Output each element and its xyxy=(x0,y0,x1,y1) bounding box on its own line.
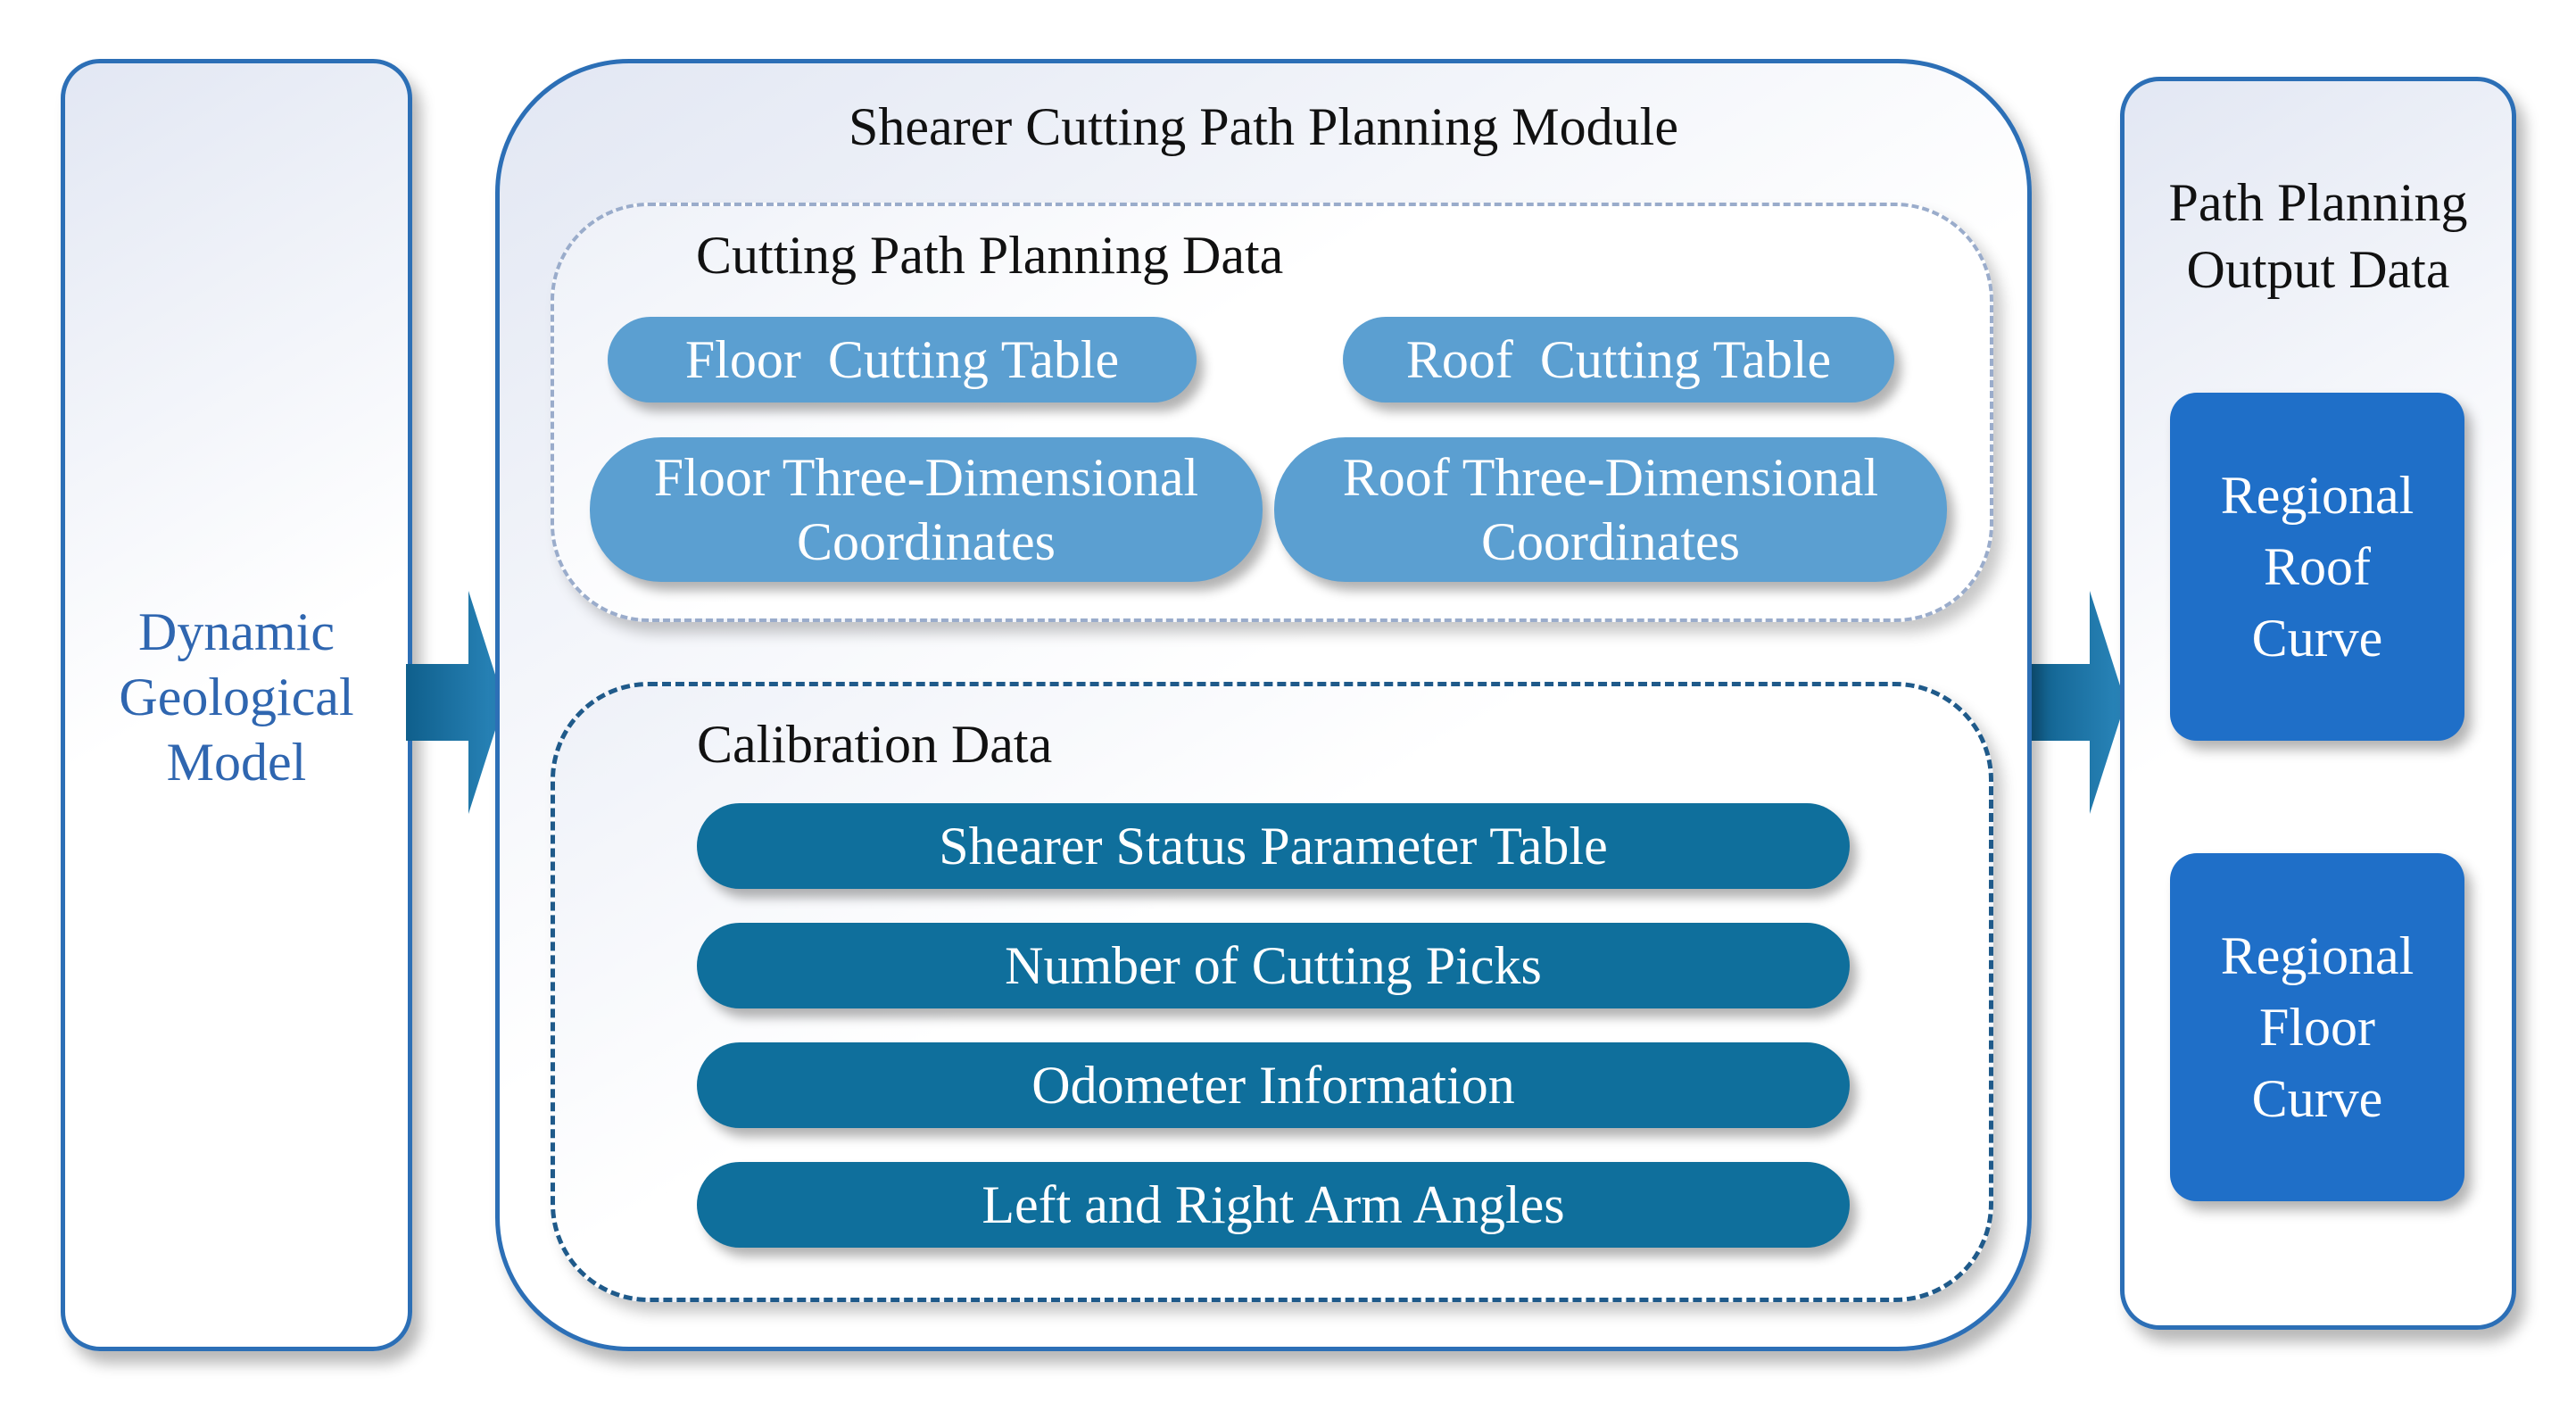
regional-floor-curve-node: Regional Floor Curve xyxy=(2170,853,2464,1201)
regional-roof-curve-node: Regional Roof Curve xyxy=(2170,393,2464,741)
dynamic-geological-model-panel xyxy=(61,59,412,1351)
calibration-item-arm-angles: Left and Right Arm Angles xyxy=(697,1162,1850,1248)
calibration-item-cutting-picks: Number of Cutting Picks xyxy=(697,923,1850,1008)
arrow-left-to-module-icon xyxy=(406,591,504,814)
planning-group-title: Cutting Path Planning Data xyxy=(696,226,1284,285)
module-title: Shearer Cutting Path Planning Module xyxy=(849,97,1678,156)
calibration-group-title: Calibration Data xyxy=(697,715,1053,774)
calibration-item-odometer: Odometer Information xyxy=(697,1042,1850,1128)
floor-coordinates-node: Floor Three-Dimensional Coordinates xyxy=(590,437,1263,582)
roof-cutting-table-node: Roof Cutting Table xyxy=(1343,317,1894,402)
roof-coordinates-node: Roof Three-Dimensional Coordinates xyxy=(1274,437,1947,582)
floor-cutting-table-node: Floor Cutting Table xyxy=(608,317,1197,402)
calibration-item-shearer-status: Shearer Status Parameter Table xyxy=(697,803,1850,889)
dynamic-geological-model-label: Dynamic Geological Model xyxy=(119,602,354,792)
output-panel-title: Path Planning Output Data xyxy=(2168,173,2468,299)
arrow-module-to-output-icon xyxy=(2027,591,2125,814)
